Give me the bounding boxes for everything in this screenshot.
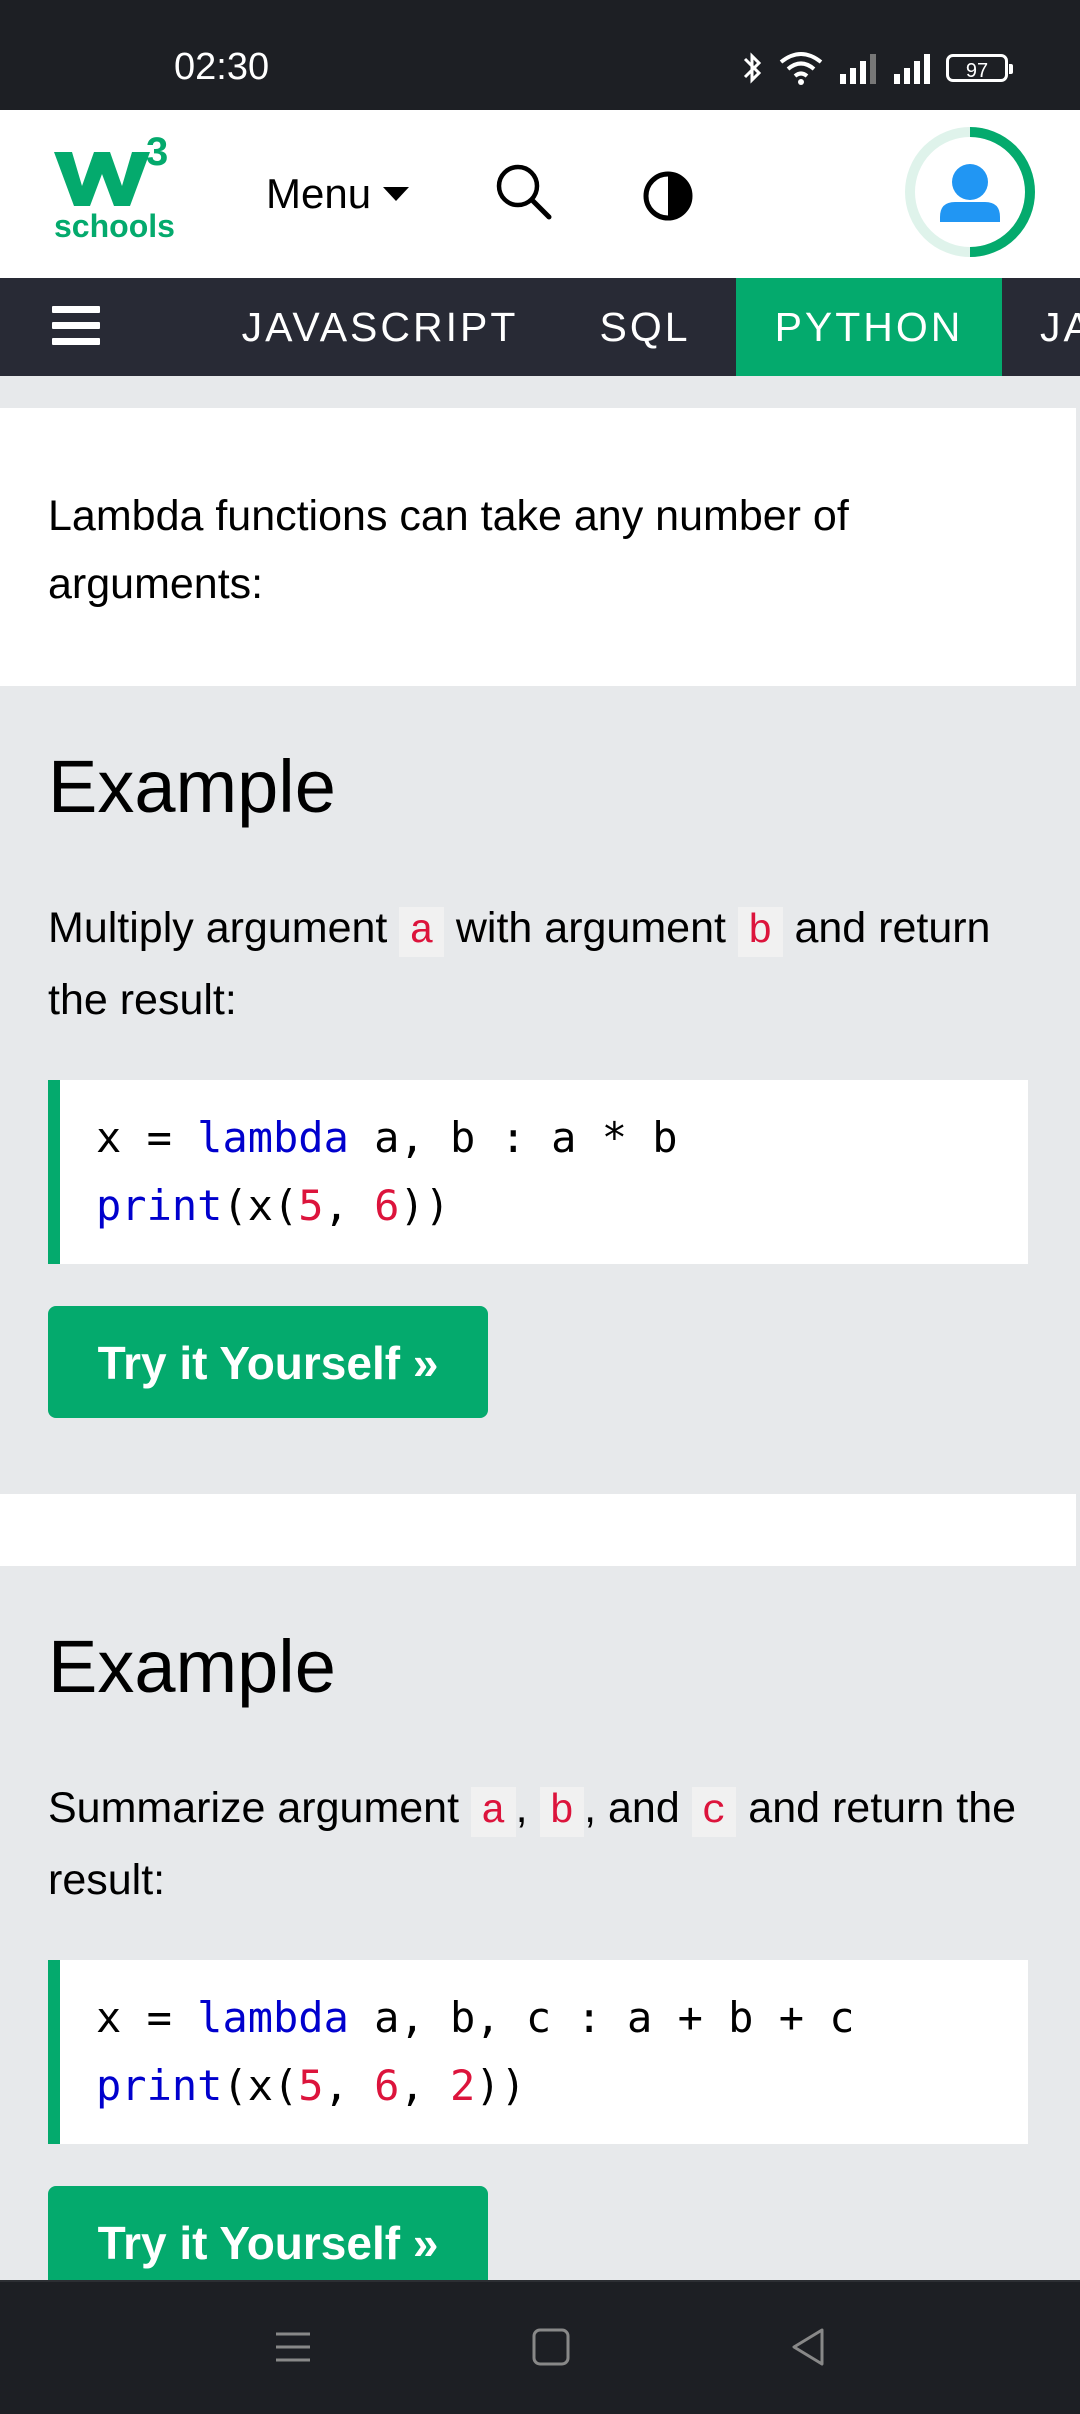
code-line: print(x(5, 6)) xyxy=(96,1181,451,1230)
desc-text: , and xyxy=(584,1784,692,1832)
search-icon[interactable] xyxy=(494,162,554,222)
nav-item-sql[interactable]: SQL xyxy=(599,304,691,350)
menu-label: Menu xyxy=(266,170,372,217)
logo-text: schools xyxy=(54,208,175,244)
caret-down-icon xyxy=(383,187,410,201)
inline-code: c xyxy=(691,1787,737,1837)
example-description: Summarize argument a, b, and c and retur… xyxy=(48,1774,1028,1914)
inline-code: b xyxy=(737,907,783,957)
signal-icon-1 xyxy=(840,54,876,84)
section-divider xyxy=(0,1494,1076,1566)
user-avatar-icon[interactable] xyxy=(900,122,1040,262)
code-block: x = lambda a, b, c : a + b + c print(x(5,… xyxy=(48,1960,1028,2144)
code-block: x = lambda a, b : a * b print(x(5, 6)) xyxy=(48,1080,1028,1264)
home-icon[interactable] xyxy=(526,2322,576,2372)
system-nav-bar xyxy=(0,2280,1080,2414)
example-section-2: Example Summarize argument a, b, and c a… xyxy=(0,1566,1076,2280)
try-it-yourself-button[interactable]: Try it Yourself » xyxy=(48,1306,488,1418)
site-header: 3 schools Menu xyxy=(0,110,1080,278)
battery-icon: 97 xyxy=(946,54,1013,82)
try-it-yourself-button[interactable]: Try it Yourself » xyxy=(48,2186,488,2280)
intro-section: Lambda functions can take any number of … xyxy=(0,408,1076,686)
bluetooth-icon xyxy=(743,52,762,84)
status-bar: 02:30 97 xyxy=(0,0,1080,110)
menu-button[interactable]: Menu xyxy=(266,170,410,218)
inline-code: a xyxy=(471,1787,516,1837)
example-heading: Example xyxy=(48,745,336,828)
wifi-icon xyxy=(779,52,823,85)
status-time: 02:30 xyxy=(174,46,270,88)
desc-text: with argument xyxy=(443,904,738,952)
inline-code: b xyxy=(539,1787,585,1837)
nav-item-javascript[interactable]: JAVASCRIPT xyxy=(241,304,519,350)
nav-item-java[interactable]: JA xyxy=(1040,304,1080,350)
status-icons: 97 xyxy=(742,48,1013,88)
code-line: print(x(5, 6, 2)) xyxy=(96,2061,526,2110)
topic-nav-bar: JAVASCRIPT SQL PYTHON JA xyxy=(0,278,1080,376)
desc-text: and return the result: xyxy=(48,904,991,1024)
code-line: x = lambda a, b : a * b xyxy=(96,1113,678,1162)
logo-superscript: 3 xyxy=(146,130,169,174)
back-icon[interactable] xyxy=(784,2322,834,2372)
example-heading: Example xyxy=(48,1625,336,1708)
desc-text: Multiply argument xyxy=(48,904,400,952)
nav-item-python[interactable]: PYTHON xyxy=(736,278,1002,376)
desc-text: Summarize argument xyxy=(48,1784,471,1832)
example-section-1: Example Multiply argument a with argumen… xyxy=(0,686,1076,1494)
inline-code: a xyxy=(399,907,444,957)
hamburger-menu-icon[interactable] xyxy=(52,306,100,348)
desc-text: and return the result: xyxy=(48,1784,1017,1904)
logo-w-icon xyxy=(54,152,150,206)
main-content: Lambda functions can take any number of … xyxy=(0,376,1080,2280)
example-description: Multiply argument a with argument b and … xyxy=(48,894,1028,1034)
intro-text: Lambda functions can take any number of … xyxy=(48,492,849,608)
contrast-toggle-icon[interactable] xyxy=(640,168,696,224)
code-line: x = lambda a, b, c : a + b + c xyxy=(96,1993,855,2042)
desc-text: , xyxy=(515,1784,540,1832)
signal-icon-2 xyxy=(894,54,930,84)
w3schools-logo[interactable]: 3 xyxy=(50,130,180,259)
recent-apps-icon[interactable] xyxy=(268,2322,318,2372)
